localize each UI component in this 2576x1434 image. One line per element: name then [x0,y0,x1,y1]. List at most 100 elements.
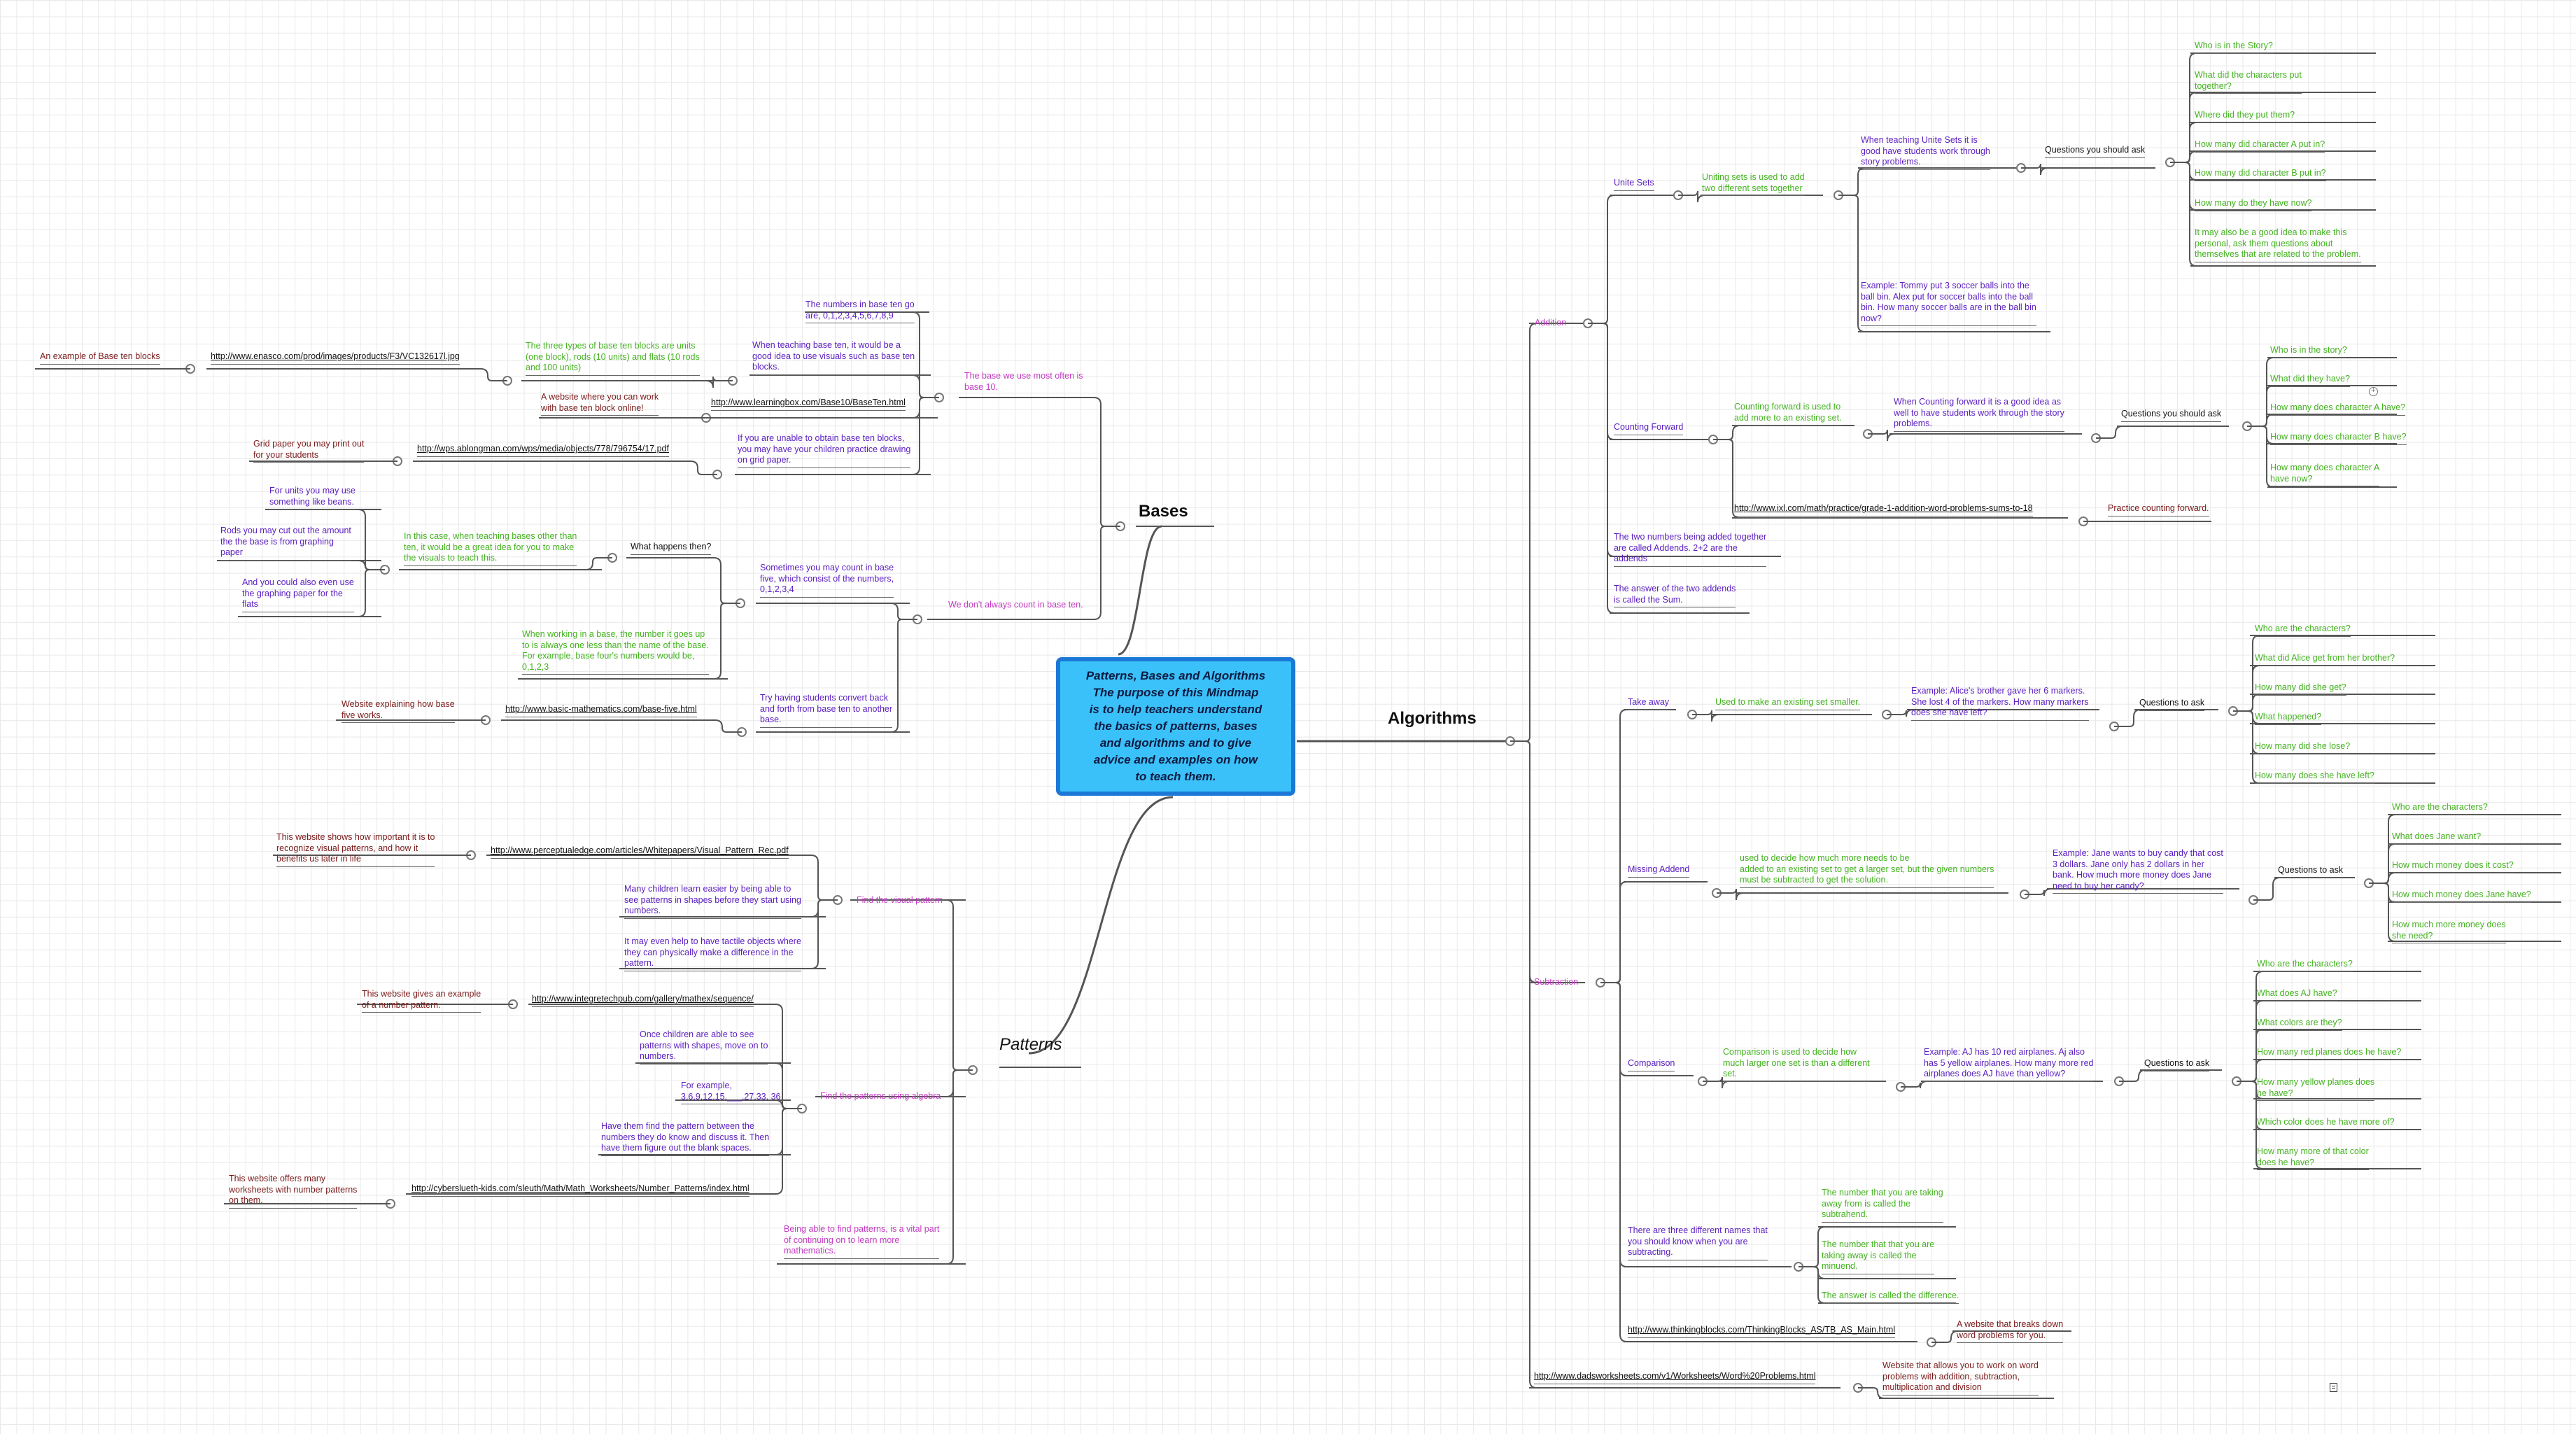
base-ten-visuals[interactable]: When teaching base ten, it would be a go… [752,340,915,375]
take-question[interactable]: How many did she lose? [2255,741,2351,754]
grid-paper-tip[interactable]: If you are unable to obtain base ten blo… [738,433,911,468]
cf-question[interactable]: Who is in the story? [2270,345,2347,358]
integretech-link[interactable]: http://www.integretechpub.com/gallery/ma… [532,994,754,1007]
not-base-ten[interactable]: We don't always count in base ten. [948,600,1083,610]
main-topic-algorithms[interactable]: Algorithms [1388,709,1477,728]
comparison-question[interactable]: How many more of that color does he have… [2257,1146,2369,1170]
subtraction-names[interactable]: There are three different names that you… [1628,1225,1768,1260]
thinkingblocks-link[interactable]: http://www.thinkingblocks.com/ThinkingBl… [1628,1325,1896,1338]
what-happens[interactable]: What happens then? [631,542,712,555]
comparison-question[interactable]: What colors are they? [2257,1018,2342,1031]
shapes-first[interactable]: Many children learn easier by being able… [624,884,801,919]
tactile-objects[interactable]: It may even help to have tactile objects… [624,936,801,971]
cf-question[interactable]: How many does character B have? [2270,432,2407,445]
take-away-def[interactable]: Used to make an existing set smaller. [1715,697,1861,710]
take-question[interactable]: What happened? [2255,712,2322,725]
addition[interactable]: Addition [1535,318,1567,328]
unite-question[interactable]: Who is in the Story? [2195,41,2273,54]
visual-pattern[interactable]: Find the visual pattern [857,895,943,905]
comparison-question[interactable]: What does AJ have? [2257,988,2337,1001]
cybersleuth-link[interactable]: http://cyberslueth-kids.com/sleuth/Math/… [411,1183,749,1197]
note-icon[interactable] [2330,1383,2337,1392]
take-question[interactable]: How many does she have left? [2255,771,2374,784]
learningbox-desc[interactable]: A website where you can work with base t… [541,392,659,416]
add-circle-icon[interactable]: + [2369,387,2378,396]
move-to-numbers[interactable]: Once children are able to see patterns w… [640,1029,768,1064]
thinkingblocks-desc[interactable]: A website that breaks down word problems… [1957,1319,2064,1343]
base-ten-block-types[interactable]: The three types of base ten blocks are u… [526,341,700,376]
integretech-desc[interactable]: This website gives an example of a numbe… [362,989,481,1013]
minuend[interactable]: The number that that you are taking away… [1822,1239,1935,1274]
base-five-website[interactable]: Website explaining how base five works. [342,699,455,723]
cf-question[interactable]: How many does character A have? [2270,402,2406,416]
comparison-question[interactable]: Which color does he have more of? [2257,1117,2395,1130]
comparison-questions[interactable]: Questions to ask [2144,1058,2210,1071]
unite-sets-teach[interactable]: When teaching Unite Sets it is good have… [1861,135,1990,170]
unite-question[interactable]: How many do they have now? [2195,198,2312,211]
base-counting-rule[interactable]: When working in a base, the number it go… [522,629,709,675]
unite-sets[interactable]: Unite Sets [1614,178,1654,191]
comparison-question[interactable]: Who are the characters? [2257,959,2353,972]
enasco-link[interactable]: http://www.enasco.com/prod/images/produc… [211,351,460,365]
grid-paper-print[interactable]: Grid paper you may print out for your st… [253,439,365,463]
basic-math-link[interactable]: http://www.basic-mathematics.com/base-fi… [505,704,697,717]
base-five[interactable]: Sometimes you may count in base five, wh… [760,563,894,598]
unite-question[interactable]: What did the characters put together? [2195,70,2302,94]
learningbox-link[interactable]: http://www.learningbox.com/Base10/BaseTe… [711,398,906,411]
counting-forward-def[interactable]: Counting forward is used to add more to … [1734,402,1842,426]
flats-paper[interactable]: And you could also even use the graphing… [242,577,354,612]
take-away-example[interactable]: Example: Alice's brother gave her 6 mark… [1911,686,2089,721]
convert-bases[interactable]: Try having students convert back and for… [760,693,893,728]
counting-forward[interactable]: Counting Forward [1614,422,1684,435]
missing-addend[interactable]: Missing Addend [1628,864,1690,878]
number-example[interactable]: For example, 3,6,9,12,15,___,27,33, 36 [681,1081,781,1104]
comparison-question[interactable]: How many red planes does he have? [2257,1047,2402,1060]
central-topic[interactable]: Patterns, Bases and Algorithms The purpo… [1056,657,2337,1392]
base-ten-numbers[interactable]: The numbers in base ten go are, 0,1,2,3,… [805,300,915,323]
missing-question[interactable]: What does Jane want? [2392,831,2482,845]
beans-units[interactable]: For units you may use something like bea… [269,486,356,509]
missing-addend-example[interactable]: Example: Jane wants to buy candy that co… [2053,848,2223,894]
take-question[interactable]: How many did she get? [2255,682,2346,696]
ablongman-link[interactable]: http://wps.ablongman.com/wps/media/objec… [417,444,669,457]
take-away-questions[interactable]: Questions to ask [2139,698,2205,711]
take-away[interactable]: Take away [1628,697,1670,710]
ixl-practice[interactable]: Practice counting forward. [2108,503,2209,516]
ixl-link[interactable]: http://www.ixl.com/math/practice/grade-1… [1734,503,2033,516]
comparison[interactable]: Comparison [1628,1058,1675,1071]
missing-question[interactable]: Who are the characters? [2392,802,2488,815]
cf-question[interactable]: How many does character A have now? [2270,463,2380,486]
missing-addend-def[interactable]: used to decide how much more needs to be… [1740,853,1994,888]
counting-forward-teach[interactable]: When Counting forward it is a good idea … [1894,397,2064,432]
missing-question[interactable]: How much money does it cost? [2392,860,2514,873]
vital-part[interactable]: Being able to find patterns, is a vital … [784,1224,940,1259]
unite-example[interactable]: Example: Tommy put 3 soccer balls into t… [1861,281,2036,326]
missing-questions[interactable]: Questions to ask [2278,865,2344,878]
unite-questions[interactable]: Questions you should ask [2045,145,2146,158]
make-visuals[interactable]: In this case, when teaching bases other … [404,531,577,566]
perceptualedge-link[interactable]: http://www.perceptualedge.com/articles/W… [491,845,789,859]
algebra-pattern[interactable]: Find the patterns using algebra [820,1091,941,1101]
sum[interactable]: The answer of the two addends is called … [1614,584,1736,607]
missing-question[interactable]: How much money does Jane have? [2392,890,2531,903]
cybersleuth-desc[interactable]: This website offers many worksheets with… [229,1174,358,1209]
unite-question[interactable]: How many did character B put in? [2195,168,2326,181]
comparison-question[interactable]: How many yellow planes does he have? [2257,1077,2375,1101]
dadsworksheets-desc[interactable]: Website that allows you to work on word … [1882,1361,2039,1396]
unite-sets-def[interactable]: Uniting sets is used to add two differen… [1702,172,1805,196]
missing-question[interactable]: How much more money does she need? [2392,920,2506,943]
subtraction[interactable]: Subtraction [1534,977,1579,987]
unite-question[interactable]: It may also be a good idea to make this … [2195,227,2361,262]
base-ten-example[interactable]: An example of Base ten blocks [40,351,160,365]
take-question[interactable]: Who are the characters? [2255,624,2351,637]
unite-question[interactable]: Where did they put them? [2195,110,2295,123]
dadsworksheets-link[interactable]: http://www.dadsworksheets.com/v1/Workshe… [1534,1371,1816,1384]
main-topic-bases[interactable]: Bases [1139,502,1188,521]
difference[interactable]: The answer is called the difference. [1822,1291,1959,1304]
perceptualedge-desc[interactable]: This website shows how important it is t… [276,832,435,867]
cf-questions[interactable]: Questions you should ask [2121,409,2222,422]
rods-paper[interactable]: Rods you may cut out the amount the the … [220,526,351,561]
cf-question[interactable]: What did they have? [2270,374,2350,387]
main-topic-patterns[interactable]: Patterns [999,1035,1062,1054]
discuss-pattern[interactable]: Have them find the pattern between the n… [601,1121,770,1156]
